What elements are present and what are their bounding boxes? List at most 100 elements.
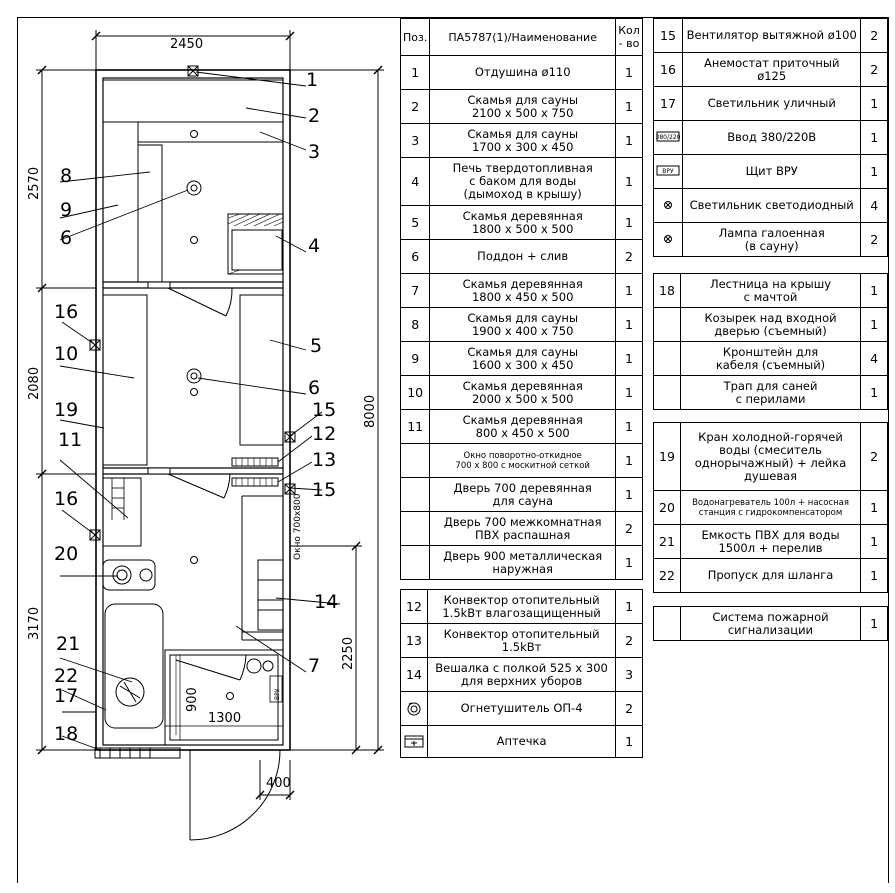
row-name: Вентилятор вытяжной ø100 <box>681 18 862 53</box>
row-pos: 9 <box>399 341 431 376</box>
row-pos: 5 <box>399 205 431 240</box>
row-icon-cell <box>653 222 683 257</box>
bench-8 <box>102 121 139 283</box>
dim-left-bottom: 3170 <box>27 607 42 640</box>
row-pos <box>399 477 431 512</box>
plan-position-label: 14 <box>314 591 338 613</box>
bench-7 <box>257 559 284 631</box>
vent-1 <box>187 65 199 77</box>
row-qty: 1 <box>860 273 888 308</box>
bench-9 <box>137 144 163 283</box>
dim-left-mid: 2080 <box>27 367 42 400</box>
row-icon-cell: 380/220 <box>653 120 683 155</box>
svg-text:380/220: 380/220 <box>656 134 680 141</box>
row-qty: 4 <box>860 341 888 376</box>
plan-position-label: 18 <box>54 723 78 745</box>
plan-position-label: 16 <box>54 488 78 510</box>
wash-door <box>167 473 225 499</box>
bench-3 <box>137 121 284 143</box>
plan-position-label: 20 <box>54 543 78 565</box>
row-qty: 2 <box>860 52 888 87</box>
first-aid-kit-icon <box>403 735 425 752</box>
floor-plan: 1234566789101112131415151616171819202122… <box>27 30 384 841</box>
row-qty: 2 <box>615 691 643 726</box>
row-qty: 1 <box>615 725 643 758</box>
led-lights <box>190 130 234 700</box>
row-pos: 16 <box>653 52 683 87</box>
plan-position-label: 15 <box>312 479 336 501</box>
row-pos: 15 <box>653 18 683 53</box>
vru-panel-icon: ВРУ <box>656 165 680 182</box>
plan-position-label: 21 <box>56 633 80 655</box>
dim-top: 2450 <box>170 37 203 52</box>
dim-right-total: 8000 <box>363 395 378 428</box>
row-name: Лампа галоенная(в сауну) <box>681 222 862 257</box>
plan-position-label: 2 <box>308 105 320 127</box>
row-qty: 1 <box>860 86 888 121</box>
row-qty: 1 <box>615 273 643 308</box>
row-pos: 11 <box>399 409 431 444</box>
row-pos <box>653 307 681 342</box>
plan-position-label: 11 <box>58 429 82 451</box>
row-pos: 20 <box>653 490 681 525</box>
row-pos: 4 <box>399 157 431 206</box>
plan-position-label: 17 <box>54 685 78 707</box>
bench-11 <box>102 477 142 547</box>
row-icon-cell: ВРУ <box>653 154 683 189</box>
convector-13 <box>231 477 279 487</box>
plan-position-label: 7 <box>308 655 320 677</box>
plan-position-label: 1 <box>306 69 318 91</box>
row-qty: 2 <box>615 623 643 658</box>
row-icon-cell <box>400 725 428 758</box>
drain-6a <box>186 180 202 196</box>
plan-position-label: 5 <box>310 335 322 357</box>
sauna-door <box>167 287 227 317</box>
row-icon-cell <box>400 691 428 726</box>
plan-position-label: 16 <box>54 301 78 323</box>
dim-left-top: 2570 <box>27 167 42 200</box>
row-pos <box>653 375 681 410</box>
shower-room <box>164 649 284 746</box>
plan-position-label: 6 <box>308 377 320 399</box>
row-pos: 8 <box>399 307 431 342</box>
plan-position-label: 9 <box>60 199 72 221</box>
table-row: Лампа галоенная(в сауну)2 <box>653 222 888 257</box>
row-name: Ввод 380/220В <box>681 120 862 155</box>
power-input-icon: 380/220 <box>656 131 681 148</box>
svg-text:ВРУ: ВРУ <box>662 168 674 175</box>
plan-position-label: 8 <box>60 165 72 187</box>
row-qty: 1 <box>860 154 888 189</box>
header-qty: Кол- во <box>615 18 643 56</box>
container-outer-wall <box>95 69 291 751</box>
